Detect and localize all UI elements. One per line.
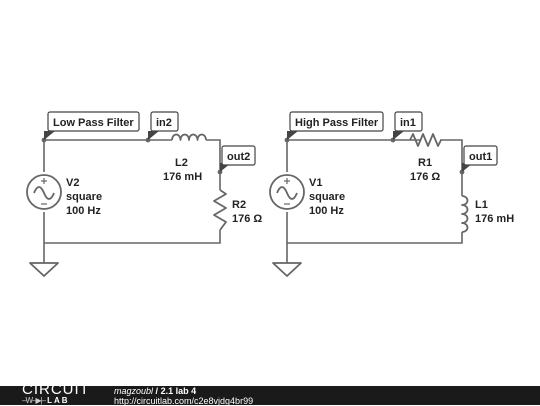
high-pass-circuit: High Pass Filter in1 out1 R1 176 Ω L1 17… bbox=[269, 111, 514, 277]
source-v2-name: V2 bbox=[66, 177, 79, 189]
circuitlab-logo-top: CIRCUIT bbox=[22, 381, 90, 398]
high-pass-bottom-wire bbox=[287, 232, 463, 244]
high-pass-filter-flag: High Pass Filter bbox=[287, 111, 384, 140]
low-pass-filter-flag: Low Pass Filter bbox=[44, 111, 140, 140]
footer-separator: / bbox=[155, 386, 159, 396]
source-v1-waveform: square bbox=[309, 191, 345, 203]
circuitlab-logo-lab: LAB bbox=[47, 396, 70, 405]
in1-flag: in1 bbox=[393, 111, 423, 140]
inductor-l2 bbox=[171, 133, 207, 141]
inductor-l1 bbox=[461, 195, 469, 233]
source-v2-waveform: square bbox=[66, 191, 102, 203]
resistor-r1-name: R1 bbox=[418, 157, 432, 169]
circuit-symbol-icon: –W–▶|– bbox=[22, 396, 46, 405]
resistor-r2-value: 176 Ω bbox=[232, 213, 262, 225]
low-pass-ground-icon bbox=[29, 262, 59, 277]
source-v1-frequency: 100 Hz bbox=[309, 205, 344, 217]
out1-flag: out1 bbox=[462, 145, 498, 172]
circuitlab-logo-bottom: –W–▶|–LAB bbox=[22, 397, 70, 405]
inductor-l2-value: 176 mH bbox=[163, 171, 202, 183]
out1-label: out1 bbox=[469, 151, 492, 163]
source-v2-frequency: 100 Hz bbox=[66, 205, 101, 217]
out2-flag: out2 bbox=[220, 145, 256, 172]
footer-author[interactable]: magzoubl bbox=[114, 386, 154, 396]
footer-title[interactable]: 2.1 lab 4 bbox=[160, 386, 197, 396]
footer-bar: CIRCUIT –W–▶|–LAB magzoubl / 2.1 lab 4 h… bbox=[0, 382, 540, 406]
resistor-r1 bbox=[409, 133, 442, 147]
footer-meta: magzoubl / 2.1 lab 4 http://circuitlab.c… bbox=[114, 386, 253, 406]
inductor-l2-name: L2 bbox=[175, 157, 188, 169]
in2-flag: in2 bbox=[148, 111, 179, 140]
resistor-r1-value: 176 Ω bbox=[410, 171, 440, 183]
resistor-r2 bbox=[213, 189, 227, 231]
in1-label: in1 bbox=[400, 117, 416, 129]
high-pass-filter-label: High Pass Filter bbox=[295, 117, 379, 129]
low-pass-circuit: Low Pass Filter in2 out2 L2 176 mH R2 17… bbox=[26, 111, 262, 277]
inductor-l1-value: 176 mH bbox=[475, 213, 514, 225]
low-pass-filter-label: Low Pass Filter bbox=[53, 117, 134, 129]
low-pass-bottom-wire bbox=[44, 230, 221, 244]
schematic-canvas: Low Pass Filter in2 out2 L2 176 mH R2 17… bbox=[26, 111, 514, 277]
out2-label: out2 bbox=[227, 151, 250, 163]
inductor-l1-name: L1 bbox=[475, 199, 488, 211]
voltage-source-v2 bbox=[26, 174, 62, 210]
resistor-r2-name: R2 bbox=[232, 199, 246, 211]
high-pass-ground-icon bbox=[272, 262, 302, 277]
in2-label: in2 bbox=[156, 117, 172, 129]
voltage-source-v1 bbox=[269, 174, 305, 210]
footer-url[interactable]: http://circuitlab.com/c2e8vjdg4br99 bbox=[114, 396, 254, 406]
source-v1-name: V1 bbox=[309, 177, 322, 189]
